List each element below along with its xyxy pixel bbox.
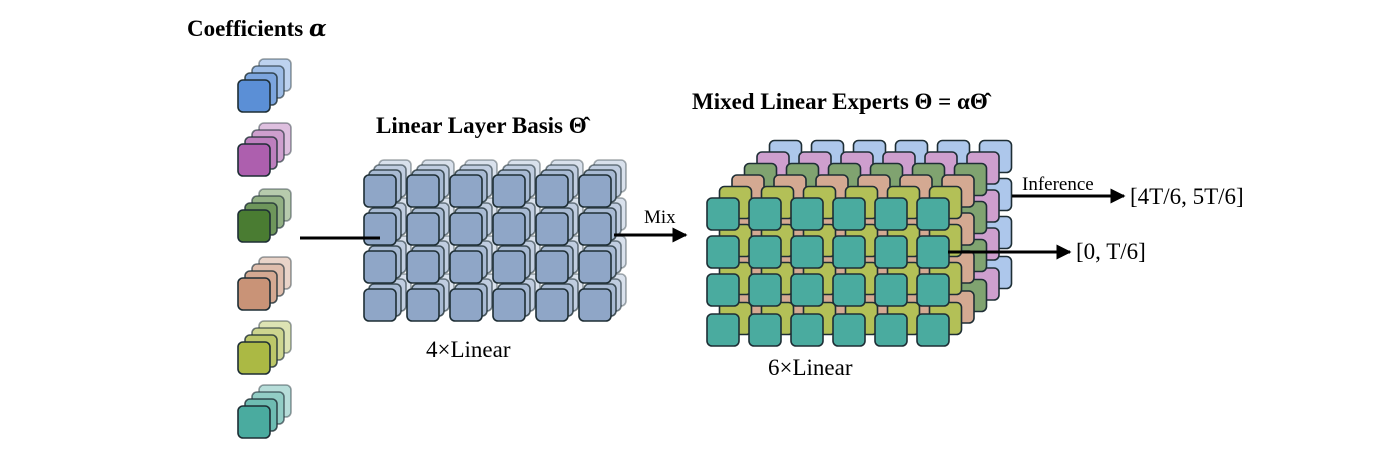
expert-tile — [748, 197, 782, 231]
basis-tile — [363, 250, 397, 284]
coefficient-stack-purple — [237, 122, 292, 177]
mixed-formula: Θ = αΘ̂ — [914, 89, 988, 114]
basis-tile — [535, 250, 569, 284]
expert-tile — [832, 235, 866, 269]
expert-tile — [874, 197, 908, 231]
basis-title: Linear Layer Basis Θ̂ — [376, 114, 587, 137]
basis-tile — [363, 212, 397, 246]
expert-tile — [790, 235, 824, 269]
expert-tile — [706, 313, 740, 347]
basis-tile — [578, 250, 612, 284]
basis-tile — [406, 174, 440, 208]
expert-tile — [916, 197, 950, 231]
basis-tile — [406, 250, 440, 284]
coefficient-stack-blue — [237, 58, 292, 113]
basis-tile — [492, 174, 526, 208]
basis-tile — [406, 288, 440, 322]
expert-tile — [790, 197, 824, 231]
basis-cube — [363, 159, 627, 322]
expert-tile — [832, 313, 866, 347]
expert-tile — [832, 273, 866, 307]
basis-tile — [363, 174, 397, 208]
coefficients-title: Coefficients α — [187, 17, 327, 40]
expert-tile — [790, 313, 824, 347]
coefficient-stacks — [237, 58, 292, 439]
expert-tile — [748, 235, 782, 269]
coefficient-tile — [237, 209, 271, 243]
coefficient-tile — [237, 79, 271, 113]
coefficient-tile — [237, 341, 271, 375]
coefficient-stack-teal — [237, 384, 292, 439]
basis-tile — [363, 288, 397, 322]
coefficient-tile — [237, 143, 271, 177]
basis-tile — [449, 174, 483, 208]
basis-tile — [535, 288, 569, 322]
coefficient-tile — [237, 405, 271, 439]
mixed-title-text: Mixed Linear Experts — [692, 89, 909, 114]
expert-layer-teal — [706, 197, 950, 347]
coefficient-stack-green — [237, 188, 292, 243]
mix-label: Mix — [644, 207, 676, 228]
basis-tile — [449, 288, 483, 322]
basis-tile — [578, 288, 612, 322]
coefficient-stack-peach — [237, 256, 292, 311]
mixed-caption: 6×Linear — [768, 355, 853, 380]
expert-tile — [706, 197, 740, 231]
expert-tile — [874, 235, 908, 269]
expert-tile — [790, 273, 824, 307]
expert-tile — [748, 313, 782, 347]
basis-tile — [406, 212, 440, 246]
mixed-experts-cube — [706, 139, 1013, 347]
range-bottom-label: [0, T/6] — [1076, 239, 1146, 264]
coefficient-stack-olive — [237, 320, 292, 375]
basis-tile — [535, 212, 569, 246]
basis-tile — [492, 288, 526, 322]
coefficients-title-text: Coefficients — [187, 16, 304, 41]
expert-tile — [874, 273, 908, 307]
range-top-label: [4T/6, 5T/6] — [1130, 184, 1244, 209]
inference-label: Inference — [1022, 174, 1094, 195]
expert-tile — [748, 273, 782, 307]
basis-tile — [449, 212, 483, 246]
expert-tile — [916, 313, 950, 347]
coefficient-tile — [237, 277, 271, 311]
expert-tile — [916, 235, 950, 269]
basis-tile — [578, 212, 612, 246]
basis-tile — [535, 174, 569, 208]
expert-tile — [916, 273, 950, 307]
expert-tile — [706, 235, 740, 269]
basis-caption: 4×Linear — [426, 337, 511, 362]
basis-tile — [492, 250, 526, 284]
expert-tile — [706, 273, 740, 307]
basis-title-text: Linear Layer Basis — [376, 113, 563, 138]
expert-tile — [874, 313, 908, 347]
theta-hat-symbol: Θ̂ — [568, 113, 587, 138]
basis-tile — [449, 250, 483, 284]
basis-tile — [578, 174, 612, 208]
basis-layer-4 — [363, 174, 612, 322]
mixed-title: Mixed Linear Experts Θ = αΘ̂ — [692, 90, 988, 113]
basis-tile — [492, 212, 526, 246]
expert-tile — [832, 197, 866, 231]
alpha-symbol: α — [309, 15, 327, 42]
